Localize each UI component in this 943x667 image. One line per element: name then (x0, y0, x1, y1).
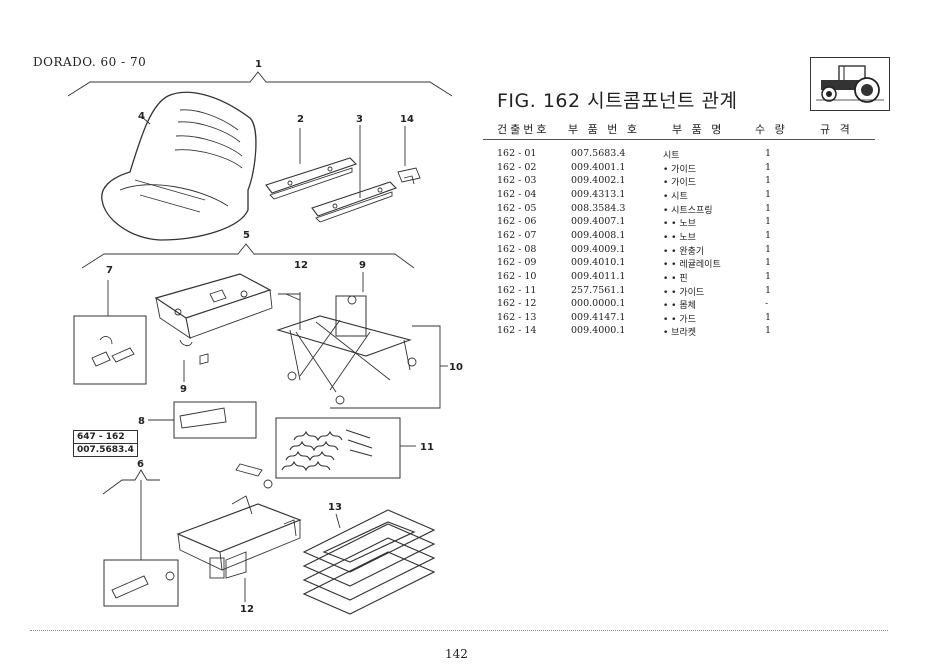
quantity-cell: 1 (765, 243, 772, 255)
part-name-cell: • • 노브 (663, 232, 696, 243)
part-number-cell: 007.5683.4 (571, 148, 626, 159)
quantity-cell: 1 (765, 229, 772, 241)
col-header-qty: 수 량 (755, 123, 788, 136)
part-name-cell: • • 레귤레이트 (663, 260, 721, 271)
quantity-cell: 1 (765, 257, 772, 269)
ref-cell: 162 - 09 (497, 257, 537, 269)
ref-cell: 162 - 11 (497, 284, 537, 296)
col-header-name: 부 품 명 (672, 123, 725, 136)
label-2: 2 (297, 114, 304, 125)
quantity-cell: 1 (765, 148, 772, 159)
ref-cell: 162 - 10 (497, 270, 537, 282)
part-name-cell: 시트 (663, 151, 680, 161)
part-number-cell: 009.4002.1 (571, 175, 626, 187)
page-number: 142 (445, 647, 468, 661)
quantity-cell: 1 (765, 161, 772, 173)
part-name-cell: • • 노브 (663, 219, 696, 230)
label-7: 7 (106, 265, 113, 276)
part-number-cell: 009.4009.1 (571, 243, 626, 255)
part-name-cell: • 가이드 (663, 178, 697, 189)
part-number-cell: 009.4313.1 (571, 188, 626, 200)
part-name-cell: • 가이드 (663, 164, 697, 175)
part-name-cell: • • 몸체 (663, 301, 696, 312)
ref-cell: 162 - 08 (497, 243, 537, 255)
part-name-cell: • 시트 (663, 191, 688, 202)
part-number-cell: 000.0000.1 (571, 298, 626, 310)
part-name-cell: • • 가드 (663, 314, 696, 325)
part-number-cell: 009.4010.1 (571, 257, 626, 269)
footer-divider (30, 630, 888, 631)
ref-cell: 162 - 13 (497, 311, 537, 323)
quantity-cell: 1 (765, 216, 772, 228)
col-header-ref: 건출번호 (497, 123, 550, 136)
label-12-lower: 12 (240, 604, 254, 615)
part-name-cell: • • 완충기 (663, 246, 705, 257)
tractor-icon (816, 65, 884, 103)
ref-cell: 162 - 01 (497, 148, 537, 159)
part-number-cell: 009.4147.1 (571, 311, 626, 323)
part-number-cell: 257.7561.1 (571, 284, 626, 296)
quantity-cell: 1 (765, 202, 772, 214)
part-name-cell: • 시트스프링 (663, 205, 713, 216)
label-10: 10 (449, 362, 463, 373)
ref-cell: 162 - 12 (497, 298, 537, 310)
quantity-cell: 1 (765, 270, 772, 282)
reference-box: 647 - 162 007.5683.4 (73, 430, 138, 457)
label-4: 4 (138, 111, 145, 122)
quantity-cell: 1 (765, 188, 772, 200)
label-1: 1 (255, 59, 262, 70)
part-name-cell: • • 핀 (663, 273, 688, 284)
figure-title: FIG. 162 시트콤포넌트 관계 (497, 90, 738, 112)
label-9-lower: 9 (180, 384, 187, 395)
label-8: 8 (138, 416, 145, 427)
ref-cell: 162 - 06 (497, 216, 537, 228)
label-6: 6 (137, 459, 144, 470)
ref-cell: 162 - 14 (497, 325, 537, 337)
part-number-cell: 009.4008.1 (571, 229, 626, 241)
ref-part-number: 007.5683.4 (73, 444, 138, 457)
part-number-cell: 009.4000.1 (571, 325, 626, 337)
label-5: 5 (243, 230, 250, 241)
label-3: 3 (356, 114, 363, 125)
model-title: DORADO. 60 - 70 (33, 55, 147, 69)
label-12-upper: 12 (294, 260, 308, 271)
quantity-cell: - (765, 298, 769, 310)
quantity-cell: 1 (765, 311, 772, 323)
quantity-cell: 1 (765, 325, 772, 337)
col-header-part-no: 부 품 번 호 (568, 123, 640, 136)
part-name-cell: • 브라켓 (663, 328, 697, 339)
ref-cell: 162 - 07 (497, 229, 537, 241)
part-number-cell: 008.3584.3 (571, 202, 626, 214)
part-number-cell: 009.4011.1 (571, 270, 626, 282)
ref-figure-number: 647 - 162 (73, 430, 138, 444)
label-14: 14 (400, 114, 414, 125)
part-number-cell: 009.4007.1 (571, 216, 626, 228)
ref-cell: 162 - 04 (497, 188, 537, 200)
quantity-cell: 1 (765, 175, 772, 187)
ref-cell: 162 - 05 (497, 202, 537, 214)
part-name-cell: • • 가이드 (663, 287, 705, 298)
label-9-upper: 9 (359, 260, 366, 271)
ref-cell: 162 - 02 (497, 161, 537, 173)
tractor-icon-box (810, 57, 890, 111)
header-divider (483, 139, 875, 140)
ref-cell: 162 - 03 (497, 175, 537, 187)
label-13: 13 (328, 502, 342, 513)
col-header-spec: 규 격 (820, 123, 853, 136)
part-number-cell: 009.4001.1 (571, 161, 626, 173)
quantity-cell: 1 (765, 284, 772, 296)
label-11: 11 (420, 442, 434, 453)
